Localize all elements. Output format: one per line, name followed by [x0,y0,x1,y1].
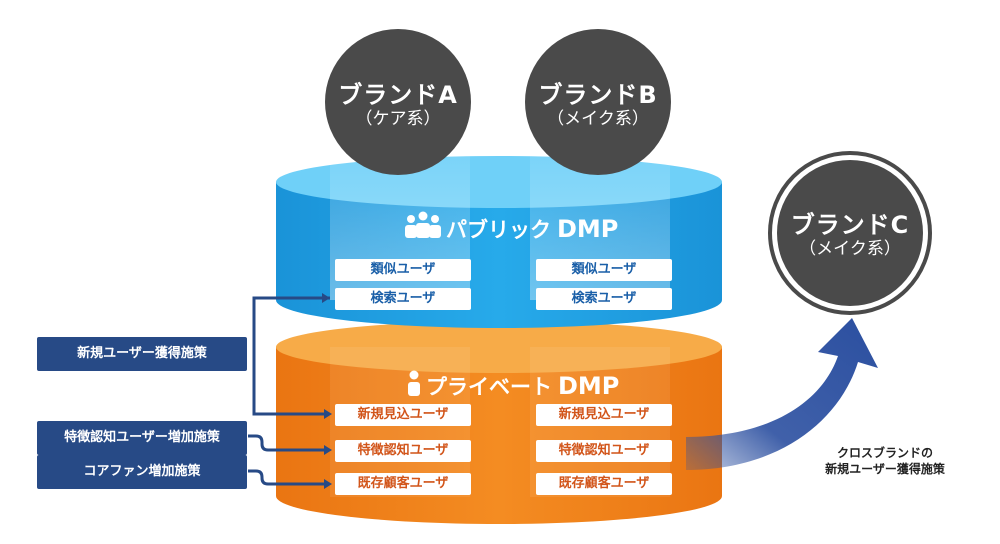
cross-brand-label-line2: 新規ユーザー獲得施策 [825,462,945,476]
private-right-prospect-users: 新規見込ユーザ [536,404,672,426]
cross-brand-arrow [686,318,878,470]
private-right-existing-users: 既存顧客ユーザ [536,473,672,495]
public-right-search-users: 検索ユーザ [536,288,672,310]
measure-feature-awareness: 特徴認知ユーザー増加施策 [37,421,247,455]
cross-brand-label: クロスブランドの 新規ユーザー獲得施策 [800,445,970,477]
brand-b-sub: （メイク系） [547,108,649,129]
brand-c-sub: （メイク系） [799,238,901,259]
measure-core-fan: コアファン増加施策 [37,455,247,489]
brand-b-name: ブランドB [538,81,658,109]
brand-a-circle [325,29,471,175]
connector-arrowheads [322,293,332,489]
public-left-search-users: 検索ユーザ [335,288,471,310]
public-right-similar-users: 類似ユーザ [536,259,672,281]
cross-brand-label-line1: クロスブランドの [836,446,933,460]
public-dmp-title: パブリック DMP [446,214,618,244]
private-left-prospect-users: 新規見込ユーザ [335,404,471,426]
connector-lines [248,296,330,486]
private-dmp-title: プライベート DMP [426,371,619,401]
public-left-similar-users: 類似ユーザ [335,259,471,281]
brand-c-name: ブランドC [790,211,910,239]
private-dmp-title-text: プライベート [426,375,552,399]
measure-new-user-acquisition: 新規ユーザー獲得施策 [37,337,247,371]
private-right-aware-users: 特徴認知ユーザ [536,440,672,462]
brand-b-label: ブランドB （メイク系） [528,81,668,129]
brand-c-label: ブランドC （メイク系） [780,211,920,259]
private-dmp-suffix: DMP [558,372,620,400]
private-left-aware-users: 特徴認知ユーザ [335,440,471,462]
public-dmp-suffix: DMP [557,215,619,243]
brand-c-circle [777,160,923,306]
brand-a-sub: （ケア系） [355,108,441,129]
public-dmp-title-text: パブリック [446,218,551,242]
people-icon [405,211,441,238]
private-left-existing-users: 既存顧客ユーザ [335,473,471,495]
person-icon [408,370,420,396]
brand-b-circle [525,29,671,175]
brand-a-label: ブランドA （ケア系） [328,81,468,129]
brand-a-name: ブランドA [338,81,458,109]
